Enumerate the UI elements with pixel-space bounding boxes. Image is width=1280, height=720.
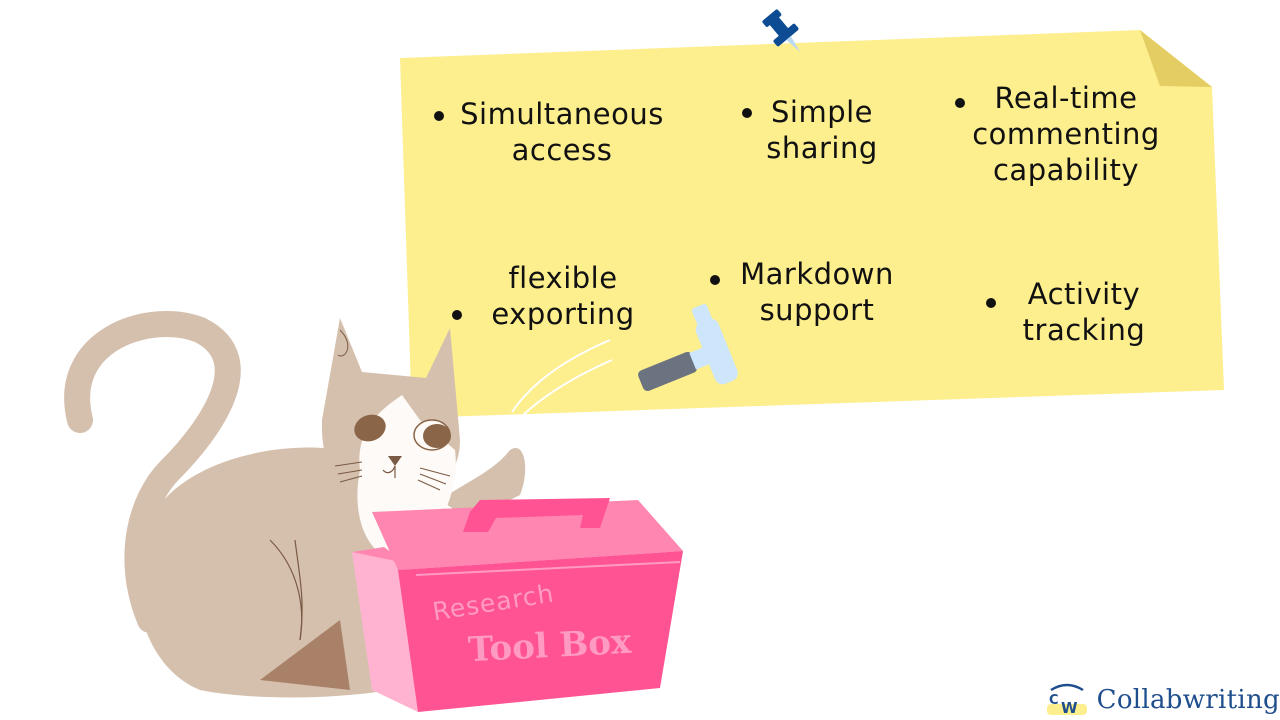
- feature-markdown-support: Markdown support: [740, 257, 894, 327]
- bullet-dot: [986, 298, 996, 308]
- collabwriting-logo-icon: C W: [1046, 683, 1087, 717]
- hammer-icon: [638, 304, 738, 391]
- toolbox-illustration: [352, 498, 683, 712]
- toolbox-label-tool-box: Tool Box: [467, 621, 633, 671]
- svg-text:W: W: [1061, 699, 1078, 717]
- svg-text:C: C: [1049, 693, 1059, 708]
- brand-name: Collabwriting: [1096, 685, 1280, 715]
- push-pin-icon: [762, 9, 801, 52]
- bullet-dot: [452, 310, 462, 320]
- feature-flexible-exporting: flexible exporting: [491, 261, 635, 331]
- feature-real-time-commenting: Real-time commenting capability: [972, 81, 1160, 187]
- brand-logo: C W Collabwriting: [1045, 682, 1280, 718]
- bullet-dot: [955, 98, 965, 108]
- bullet-dot: [434, 111, 444, 121]
- feature-simultaneous-access: Simultaneous access: [460, 97, 664, 167]
- motion-lines: [511, 339, 613, 417]
- feature-simple-sharing: Simple sharing: [766, 95, 878, 165]
- feature-activity-tracking: Activity tracking: [1022, 277, 1146, 347]
- bullet-dot: [742, 108, 752, 118]
- bullet-dot: [710, 275, 720, 285]
